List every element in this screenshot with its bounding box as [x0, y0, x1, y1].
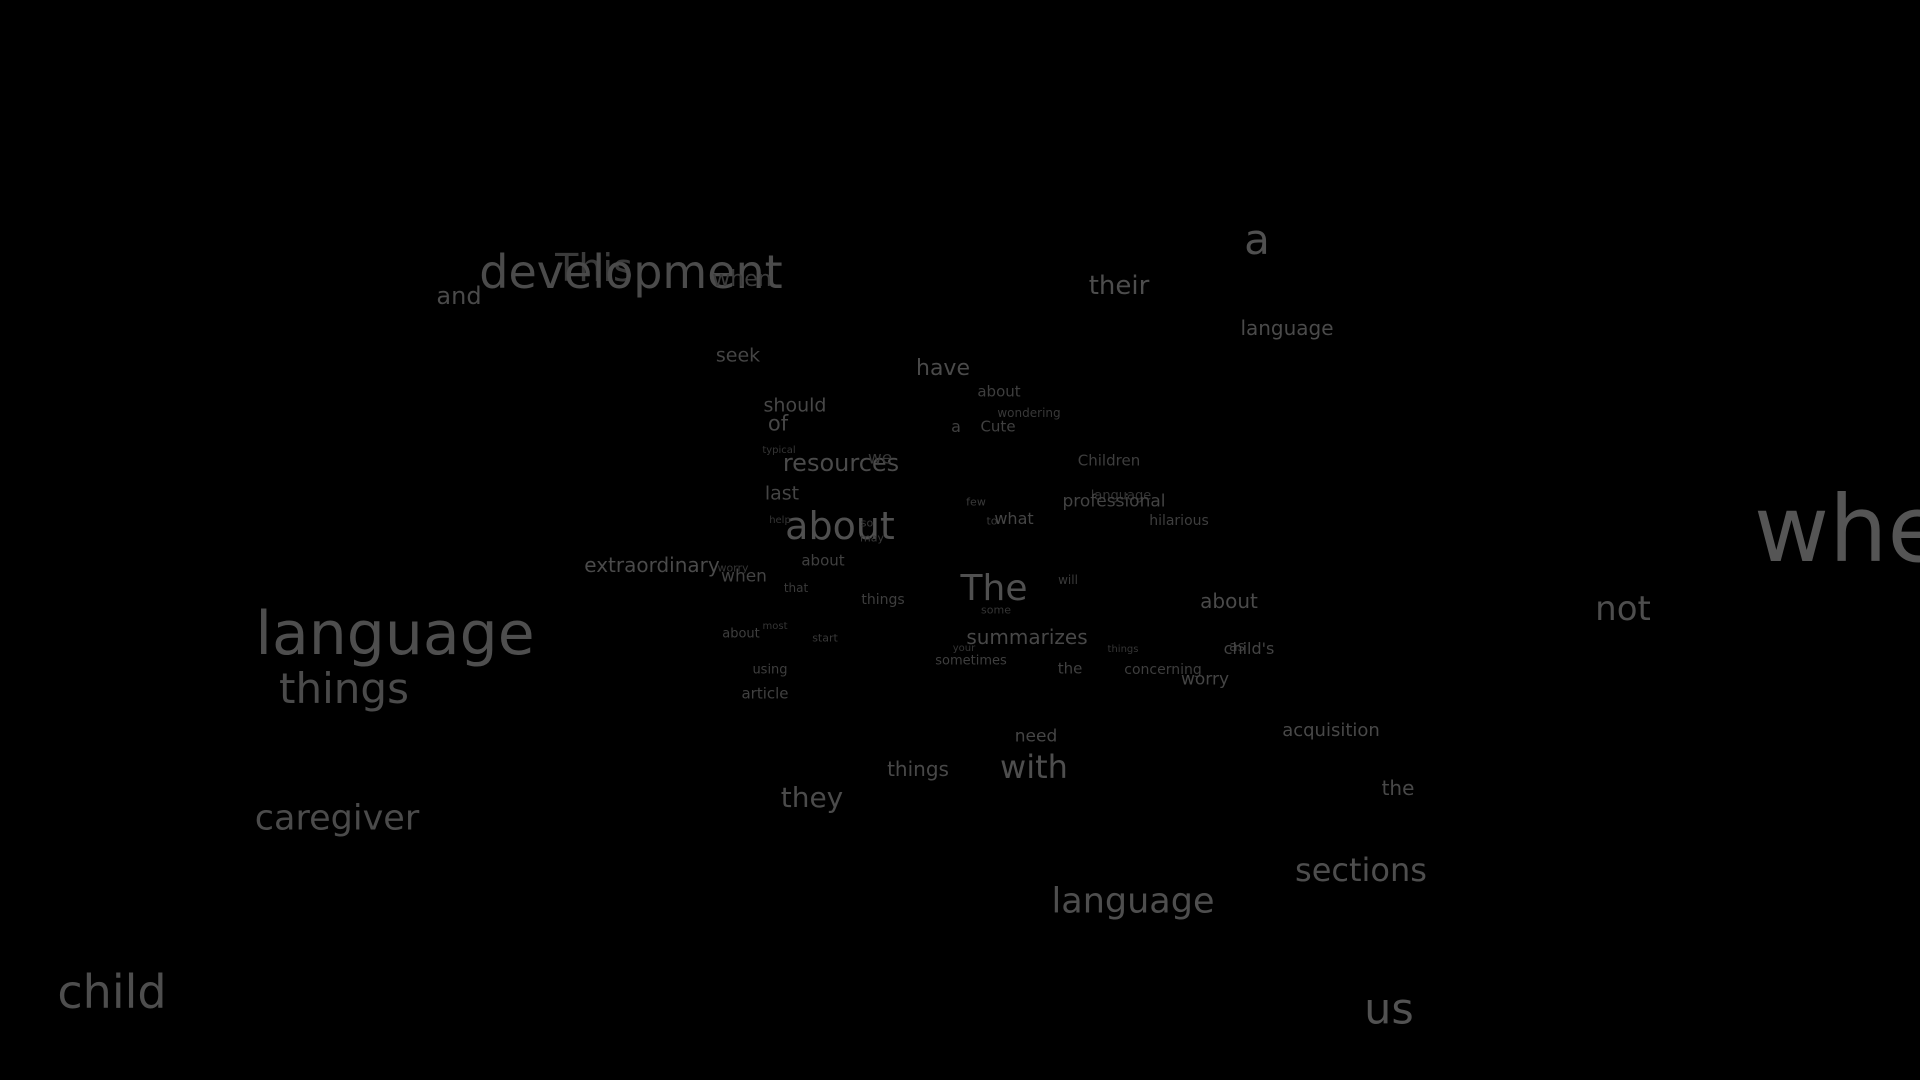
- cloud-word: us: [1364, 984, 1414, 1035]
- cloud-word: about: [722, 626, 760, 642]
- cloud-word: most: [762, 621, 788, 632]
- cloud-word: concerning: [1124, 662, 1202, 678]
- cloud-word: when: [712, 267, 772, 292]
- cloud-word: using: [752, 662, 788, 678]
- cloud-word: language: [255, 599, 535, 669]
- cloud-word: language: [1240, 316, 1334, 340]
- cloud-word: things: [887, 757, 949, 781]
- cloud-word: what: [994, 509, 1034, 528]
- cloud-word: not: [1595, 589, 1651, 629]
- cloud-word: few: [966, 495, 986, 509]
- cloud-word: some: [981, 603, 1011, 617]
- cloud-word: The: [960, 568, 1028, 609]
- cloud-word: language: [1090, 488, 1152, 504]
- cloud-word: resources: [782, 449, 900, 477]
- cloud-word: seek: [715, 344, 761, 367]
- cloud-word: to: [986, 514, 998, 528]
- cloud-word: sometimes: [935, 653, 1007, 669]
- cloud-word: with: [1000, 748, 1068, 786]
- cloud-word: may: [860, 531, 884, 545]
- cloud-word: as: [1229, 639, 1245, 655]
- cloud-word: last: [764, 482, 800, 505]
- cloud-word: caregiver: [254, 798, 420, 839]
- cloud-word: development: [479, 245, 783, 299]
- cloud-word: and: [436, 282, 482, 310]
- cloud-word: extraordinary: [584, 553, 720, 577]
- cloud-word: child's: [1223, 639, 1275, 658]
- cloud-word: whe: [1753, 476, 1920, 583]
- cloud-word: things: [279, 664, 409, 713]
- cloud-word: things: [861, 592, 905, 608]
- cloud-word: your: [952, 643, 976, 654]
- cloud-word: things: [1107, 644, 1139, 655]
- cloud-word: their: [1088, 271, 1150, 301]
- cloud-word: start: [812, 631, 838, 645]
- cloud-word: the: [1057, 659, 1083, 678]
- cloud-word: so: [860, 516, 874, 530]
- cloud-word: This: [555, 246, 633, 290]
- cloud-word: have: [916, 356, 970, 381]
- cloud-word: Children: [1077, 451, 1141, 470]
- cloud-word: worry: [717, 561, 749, 575]
- cloud-word: a: [951, 417, 961, 436]
- cloud-word: wondering: [997, 406, 1061, 420]
- cloud-word: help: [769, 515, 791, 526]
- cloud-word: summarizes: [966, 625, 1088, 649]
- cloud-word: will: [1058, 573, 1078, 587]
- cloud-word: Cute: [980, 417, 1016, 436]
- cloud-word: the: [1381, 776, 1415, 800]
- cloud-word: child: [57, 965, 167, 1019]
- cloud-word: typical: [762, 445, 796, 456]
- cloud-word: acquisition: [1282, 720, 1380, 741]
- cloud-word: article: [741, 684, 789, 703]
- cloud-word: professional: [1062, 491, 1166, 512]
- cloud-word: that: [783, 581, 809, 595]
- cloud-word: language: [1051, 881, 1215, 922]
- cloud-word: when: [721, 566, 767, 587]
- cloud-word: about: [785, 504, 895, 548]
- cloud-word: worry: [1180, 669, 1230, 690]
- cloud-word: need: [1014, 726, 1058, 747]
- cloud-word: sections: [1295, 851, 1427, 889]
- cloud-word: about: [977, 382, 1021, 401]
- cloud-word: of: [767, 411, 789, 436]
- cloud-word: a: [1244, 215, 1270, 264]
- cloud-word: about: [1200, 589, 1258, 613]
- cloud-word: should: [763, 394, 827, 417]
- cloud-word: we: [867, 448, 893, 469]
- cloud-word: hilarious: [1149, 513, 1209, 529]
- cloud-word: they: [780, 781, 844, 814]
- cloud-word: about: [801, 551, 845, 570]
